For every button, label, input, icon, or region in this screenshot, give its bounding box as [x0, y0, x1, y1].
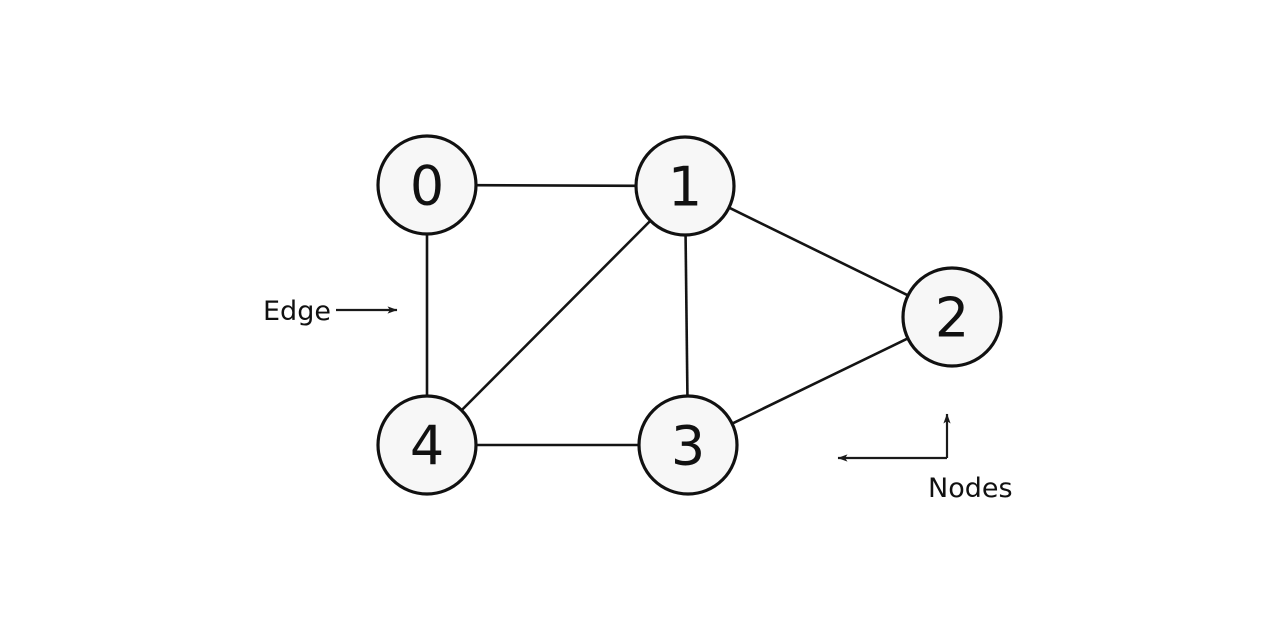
- node-0-circle[interactable]: [376, 134, 478, 236]
- edge-1-2: [727, 205, 910, 298]
- node-2-label: 2: [935, 287, 969, 350]
- edge-callout: Edge: [263, 296, 398, 327]
- annotation-layer: Edge Nodes: [263, 296, 1013, 504]
- node-2[interactable]: 2: [901, 266, 1003, 368]
- node-3-label: 3: [671, 415, 705, 478]
- node-1-circle[interactable]: [634, 135, 736, 237]
- node-4-label: 4: [410, 415, 444, 478]
- node-3[interactable]: 3: [637, 394, 739, 496]
- node-4-circle[interactable]: [376, 394, 478, 496]
- edge-0-1: [474, 183, 638, 188]
- edge-1-3: [684, 233, 689, 398]
- edge-layer: [425, 183, 910, 447]
- edge-1-4: [459, 218, 653, 413]
- nodes-callout: Nodes: [837, 413, 1013, 504]
- edge-callout-label: Edge: [263, 296, 331, 327]
- edge-2-3: [730, 336, 910, 426]
- node-3-circle[interactable]: [637, 394, 739, 496]
- node-layer: 0 1 2 3 4: [376, 134, 1003, 496]
- node-2-circle[interactable]: [901, 266, 1003, 368]
- node-0[interactable]: 0: [376, 134, 478, 236]
- node-1[interactable]: 1: [634, 135, 736, 237]
- node-1-label: 1: [668, 156, 702, 219]
- nodes-callout-label: Nodes: [928, 473, 1013, 504]
- node-0-label: 0: [410, 155, 444, 218]
- node-4[interactable]: 4: [376, 394, 478, 496]
